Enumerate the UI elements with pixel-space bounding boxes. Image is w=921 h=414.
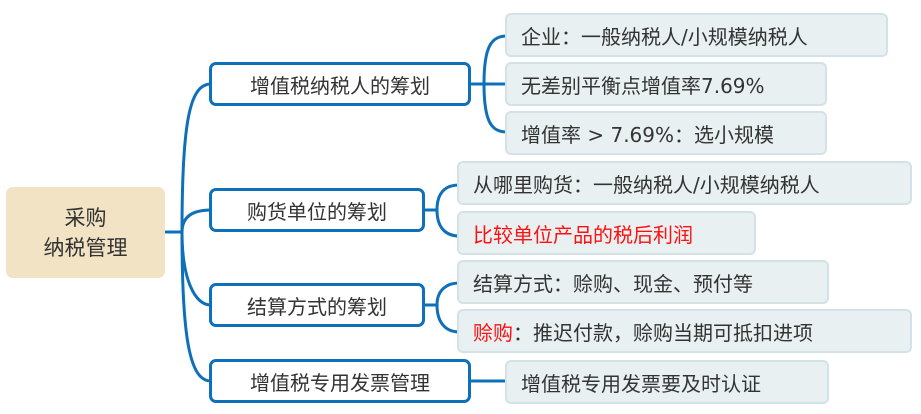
leaf-label: 增值税专用发票要及时认证	[521, 371, 761, 396]
branch-label: 增值税专用发票管理	[250, 370, 430, 395]
leaf-label: 比较单位产品的税后利润	[473, 222, 693, 247]
branch-vat-taxpayer-planning[interactable]: 增值税纳税人的筹划	[209, 62, 471, 106]
root-label-line2: 纳税管理	[43, 235, 128, 260]
branch-label: 结算方式的筹划	[247, 294, 387, 319]
leaf-settlement-methods[interactable]: 结算方式：赊购、现金、预付等	[457, 260, 829, 304]
root-node[interactable]: 采购 纳税管理	[6, 187, 165, 278]
leaf-choose-small-scale[interactable]: 增值率 > 7.69%：选小规模	[505, 111, 827, 155]
leaf-compare-after-tax-profit[interactable]: 比较单位产品的税后利润	[457, 211, 756, 255]
branch-supplier-planning[interactable]: 购货单位的筹划	[209, 188, 425, 232]
leaf-timely-certification[interactable]: 增值税专用发票要及时认证	[505, 360, 829, 404]
leaf-highlight: 赊购	[473, 320, 513, 345]
branch-special-invoice-management[interactable]: 增值税专用发票管理	[209, 359, 471, 403]
leaf-label: 从哪里购货：一般纳税人/小规模纳税人	[473, 172, 820, 197]
root-label-line1: 采购	[64, 205, 107, 230]
leaf-where-to-buy[interactable]: 从哪里购货：一般纳税人/小规模纳税人	[457, 161, 912, 205]
leaf-label: 增值率 > 7.69%：选小规模	[521, 122, 775, 147]
leaf-breakeven-rate[interactable]: 无差别平衡点增值率7.69%	[505, 62, 827, 106]
branch-label: 增值税纳税人的筹划	[250, 73, 430, 98]
leaf-label: 企业：一般纳税人/小规模纳税人	[521, 24, 808, 49]
leaf-enterprise-type[interactable]: 企业：一般纳税人/小规模纳税人	[505, 13, 888, 57]
leaf-credit-purchase[interactable]: 赊购：推迟付款，赊购当期可抵扣进项	[457, 309, 912, 353]
branch-label: 购货单位的筹划	[247, 199, 387, 224]
leaf-label: 无差别平衡点增值率7.69%	[521, 73, 765, 98]
leaf-label: 结算方式：赊购、现金、预付等	[473, 271, 753, 296]
branch-settlement-planning[interactable]: 结算方式的筹划	[209, 283, 425, 327]
leaf-label: ：推迟付款，赊购当期可抵扣进项	[513, 320, 813, 345]
